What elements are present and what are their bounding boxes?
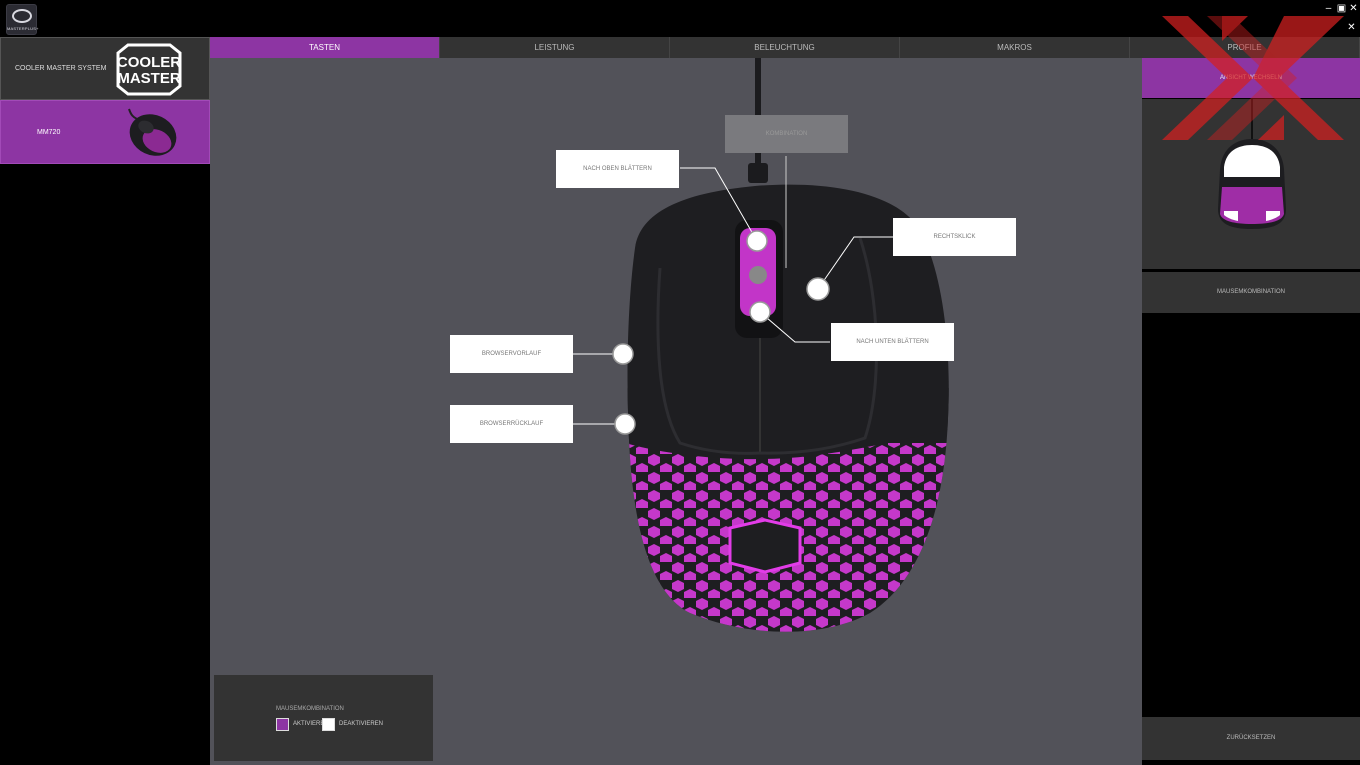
cooler-master-logo: COOLER MASTER	[116, 43, 182, 96]
mouse-illustration	[573, 58, 949, 632]
device-label: MM720	[37, 129, 61, 136]
legend-deactivate-swatch	[322, 718, 335, 731]
mouse-thumbnail	[128, 108, 177, 156]
system-label: COOLER MASTER SYSTEM	[15, 65, 107, 72]
legend-panel: MAUSEMKOMBINATION AKTIVIEREN DEAKTIVIERE…	[214, 675, 433, 761]
tab-beleuchtung[interactable]: BELEUCHTUNG	[670, 37, 900, 58]
sidebar-item-system[interactable]: COOLER MASTER SYSTEM COOLER MASTER	[0, 37, 210, 100]
view-switch-button[interactable]: ANSICHT WECHSELN	[1142, 58, 1360, 98]
title-bar: MASTERPLUS+ – ▣ ✕ ✕	[0, 0, 1360, 37]
callout-browser-forward[interactable]: BROWSERVORLAUF	[450, 335, 573, 373]
sidebar: COOLER MASTER SYSTEM COOLER MASTER MM720	[0, 37, 210, 765]
tab-leistung[interactable]: LEISTUNG	[440, 37, 670, 58]
reset-button[interactable]: ZURÜCKSETZEN	[1142, 717, 1360, 760]
sidebar-item-device[interactable]: MM720	[0, 100, 210, 164]
callout-browser-back[interactable]: BROWSERRÜCKLAUF	[450, 405, 573, 443]
app-logo-icon[interactable]: MASTERPLUS+	[6, 4, 39, 35]
legend-deactivate-label: DEAKTIVIEREN	[339, 721, 384, 727]
mouse-preview-image	[1218, 99, 1286, 229]
right-panel: ANSICHT WECHSELN MAUSEMKOMBINATION ZURÜC…	[1142, 58, 1360, 765]
brand-logo-line1: COOLER	[117, 54, 181, 71]
legend-activate-swatch	[276, 718, 289, 731]
tab-profile[interactable]: PROFILE	[1130, 37, 1360, 58]
app-close-icon[interactable]: ✕	[1347, 22, 1356, 33]
button-config-canvas: KOMBINATION NACH OBEN BLÄTTERN RECHTSKLI…	[210, 58, 1142, 765]
close-icon[interactable]: ✕	[1349, 3, 1358, 14]
tab-tasten[interactable]: TASTEN	[210, 37, 440, 58]
maximize-icon[interactable]: ▣	[1336, 3, 1347, 14]
callout-right-click[interactable]: RECHTSKLICK	[893, 218, 1016, 256]
tab-makros[interactable]: MAKROS	[900, 37, 1130, 58]
callout-kombination[interactable]: KOMBINATION	[725, 115, 848, 153]
minimize-icon[interactable]: –	[1325, 3, 1332, 14]
mouse-combination-button[interactable]: MAUSEMKOMBINATION	[1142, 272, 1360, 313]
callout-scroll-down[interactable]: NACH UNTEN BLÄTTERN	[831, 323, 954, 361]
logo-disc	[12, 9, 32, 23]
brand-logo-line2: MASTER	[117, 70, 181, 87]
legend-activate-label: AKTIVIEREN	[293, 721, 329, 727]
tab-bar: TASTEN LEISTUNG BELEUCHTUNG MAKROS PROFI…	[210, 37, 1360, 58]
app-logo-text: MASTERPLUS+	[7, 26, 39, 31]
mouse-preview	[1142, 99, 1360, 269]
callout-scroll-up[interactable]: NACH OBEN BLÄTTERN	[556, 150, 679, 188]
legend-title: MAUSEMKOMBINATION	[276, 706, 344, 712]
